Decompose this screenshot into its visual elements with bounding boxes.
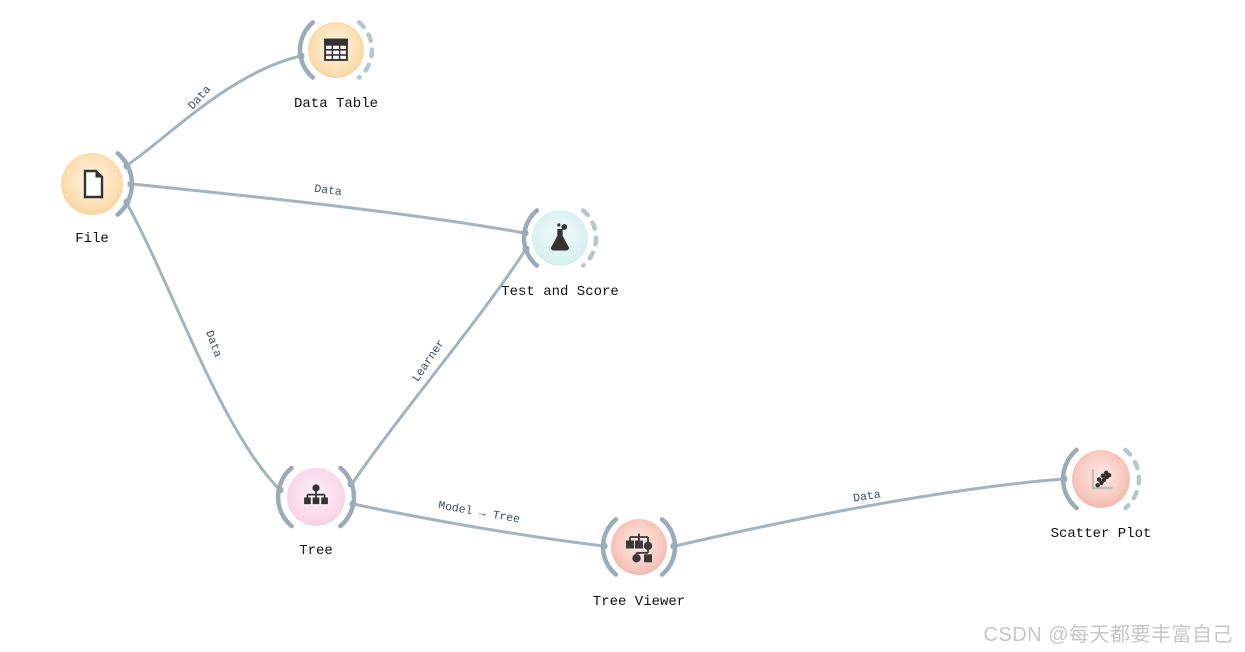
tree-icon <box>304 484 328 505</box>
node-scatter-plot[interactable] <box>1072 450 1130 508</box>
file-icon <box>83 169 104 199</box>
tree-input-arc[interactable] <box>275 465 294 529</box>
flask-icon <box>551 223 569 251</box>
node-file[interactable] <box>61 153 123 215</box>
datatable-input-arc[interactable] <box>297 20 316 80</box>
node-label-tree: Tree <box>299 543 333 559</box>
node-label-tree-viewer: Tree Viewer <box>592 594 686 610</box>
datatable-output-arc[interactable] <box>356 20 375 80</box>
edge-file-datatable[interactable] <box>125 54 302 168</box>
testscore-output-arc[interactable] <box>580 208 599 268</box>
testscore-input-arc[interactable] <box>521 208 540 268</box>
scatter-icon <box>1091 469 1113 490</box>
node-tree-viewer[interactable] <box>611 519 667 575</box>
tree-viewer-icon <box>626 533 653 563</box>
edge-tree-testscore[interactable] <box>350 248 528 485</box>
node-label-scatter-plot: Scatter Plot <box>1050 526 1152 542</box>
scatter-output-arc[interactable] <box>1123 447 1142 511</box>
node-tree[interactable] <box>287 468 345 526</box>
edge-treeviewer-scatter[interactable] <box>674 477 1064 548</box>
node-test-and-score[interactable] <box>532 210 588 266</box>
node-data-table[interactable] <box>308 22 364 78</box>
tree-output-arc[interactable] <box>338 465 357 529</box>
link-anchors <box>123 52 1068 550</box>
node-label-file: File <box>75 231 109 247</box>
node-label-data-table: Data Table <box>293 96 379 112</box>
edge-tree-treeviewer[interactable] <box>352 502 604 548</box>
edge-file-tree[interactable] <box>124 201 282 492</box>
node-label-test-and-score: Test and Score <box>501 284 619 300</box>
edge-file-testscore[interactable] <box>131 182 525 235</box>
csdn-watermark: CSDN @每天都要丰富自己 <box>983 624 1233 646</box>
table-icon <box>324 38 348 61</box>
